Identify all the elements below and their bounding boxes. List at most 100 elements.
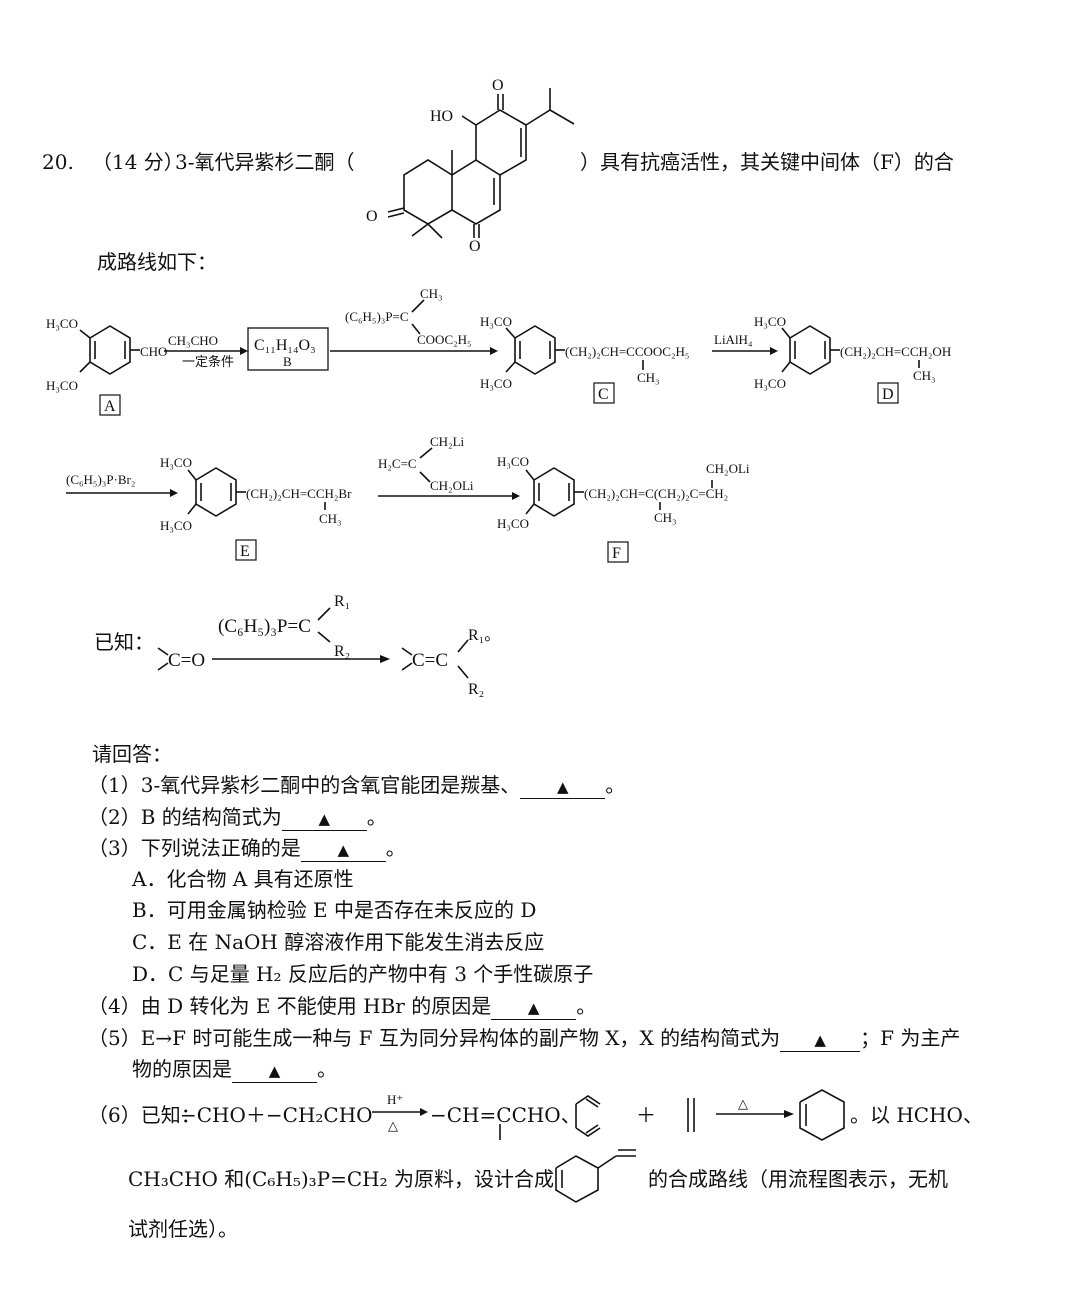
svg-text:CH₃: CH₃ xyxy=(913,368,936,383)
butadiene-structure xyxy=(575,1095,601,1137)
q6-reactant: −CHO＋−CH₂CHO xyxy=(180,1103,373,1127)
arrow-c-d: LiAlH₄ xyxy=(712,332,778,355)
svg-text:H₃CO: H₃CO xyxy=(46,316,78,331)
compound-e: H₃CO H₃CO (CH₂)₂CH=CCH₂Br CH₃ E xyxy=(160,455,352,561)
svg-text:(CH₂)₂CH=CCOOC₂H₅: (CH₂)₂CH=CCOOC₂H₅ xyxy=(565,344,689,359)
svg-text:CH₂OLi: CH₂OLi xyxy=(430,478,474,493)
option-d: D．C 与足量 H₂ 反应后的产物中有 3 个手性碳原子 xyxy=(132,962,594,986)
q5-line2: 物的原因是▲。 xyxy=(132,1057,337,1083)
svg-text:R₂: R₂ xyxy=(334,643,350,660)
svg-text:CHO: CHO xyxy=(140,344,167,359)
svg-text:(C₆H₅)₃P·Br₂: (C₆H₅)₃P·Br₂ xyxy=(66,472,135,487)
compound-a: H₃CO H₃CO CHO A xyxy=(46,316,167,416)
svg-text:H₃CO: H₃CO xyxy=(754,376,786,391)
q5: （5）E→F 时可能生成一种与 F 互为同分异构体的副产物 X，X 的结构简式为… xyxy=(88,1026,961,1052)
svg-text:H₃CO: H₃CO xyxy=(46,378,78,393)
svg-text:(C₆H₅)₃P=C: (C₆H₅)₃P=C xyxy=(218,616,311,637)
label-c: C xyxy=(598,386,609,403)
q6-line2-pre: CH₃CHO 和(C₆H₅)₃P=CH₂ 为原料，设计合成 xyxy=(128,1167,554,1191)
svg-text:H₃CO: H₃CO xyxy=(497,516,529,531)
svg-text:R₁。: R₁。 xyxy=(468,627,500,644)
svg-text:H₃CO: H₃CO xyxy=(480,314,512,329)
option-c: C．E 在 NaOH 醇溶液作用下能发生消去反应 xyxy=(132,930,545,954)
svg-text:C₁₁H₁₄O₃: C₁₁H₁₄O₃ xyxy=(254,337,316,354)
q5-blank-x[interactable]: ▲ xyxy=(780,1029,861,1052)
svg-text:CH₂Li: CH₂Li xyxy=(430,434,465,449)
compound-b-box: C₁₁H₁₄O₃ B xyxy=(247,327,329,371)
q2: （2）B 的结构简式为▲。 xyxy=(88,805,387,831)
svg-text:(CH₂)₂CH=CCH₂OH: (CH₂)₂CH=CCH₂OH xyxy=(840,344,951,359)
q3: （3）下列说法正确的是▲。 xyxy=(88,836,406,862)
top-compound-structure: HO O O O xyxy=(366,77,575,255)
compound-name: 3-氧代异紫杉二酮（ xyxy=(175,150,355,174)
svg-text:C=C: C=C xyxy=(412,650,448,671)
o-label-bottom: O xyxy=(469,238,481,255)
question-number: 20. xyxy=(42,150,74,174)
answer-prompt: 请回答： xyxy=(92,742,172,766)
label-e: E xyxy=(240,543,250,560)
svg-text:CH₂OLi: CH₂OLi xyxy=(706,461,750,476)
option-b: B．可用金属钠检验 E 中是否存在未反应的 D xyxy=(132,898,537,922)
svg-text:B: B xyxy=(283,354,292,369)
arrow-e-f: H₂C=C CH₂Li CH₂OLi xyxy=(378,434,520,500)
option-a: A．化合物 A 具有还原性 xyxy=(132,867,354,891)
svg-text:H₂C=C: H₂C=C xyxy=(378,456,417,471)
known-label: 已知： xyxy=(94,630,154,654)
svg-text:LiAlH₄: LiAlH₄ xyxy=(714,332,753,347)
known-reaction: (C₆H₅)₃P=C R₁ R₂ C=O C=C R₁。 R₂ xyxy=(157,593,500,698)
q1-blank[interactable]: ▲ xyxy=(520,776,606,799)
svg-text:(CH₂)₂CH=C(CH₂)₂C=CH₂: (CH₂)₂CH=C(CH₂)₂C=CH₂ xyxy=(584,486,728,501)
svg-text:H₃CO: H₃CO xyxy=(754,314,786,329)
label-a: A xyxy=(104,398,116,415)
arrow-a-b: CH₃CHO 一定条件 xyxy=(164,333,248,369)
q5-blank-reason[interactable]: ▲ xyxy=(232,1060,317,1083)
arrow-d-e: (C₆H₅)₃P·Br₂ xyxy=(66,472,178,497)
svg-text:H₃CO: H₃CO xyxy=(480,376,512,391)
svg-text:CH₃: CH₃ xyxy=(637,370,660,385)
cyclohexene-structure xyxy=(799,1089,845,1141)
arrow-b-c: (C₆H₅)₃P=C CH₃ COOC₂H₅ xyxy=(330,286,498,355)
compound-d: H₃CO H₃CO (CH₂)₂CH=CCH₂OH CH₃ D xyxy=(754,314,951,404)
q6-line2-post: 的合成路线（用流程图表示，无机 xyxy=(648,1167,948,1191)
q6-pre: （6）已知： xyxy=(88,1103,201,1127)
q4: （4）由 D 转化为 E 不能使用 HBr 的原因是▲。 xyxy=(88,994,597,1020)
target-structure xyxy=(555,1149,636,1203)
label-f: F xyxy=(612,545,621,562)
svg-text:△: △ xyxy=(388,1118,398,1133)
q6-arrow-h: H⁺ △ xyxy=(372,1092,428,1133)
svg-text:COOC₂H₅: COOC₂H₅ xyxy=(417,332,472,347)
question-score: （14 分） xyxy=(92,150,184,174)
svg-text:CH₃CHO: CH₃CHO xyxy=(168,333,218,348)
q6-product: −CH=CCHO、 xyxy=(430,1103,581,1127)
svg-text:(CH₂)₂CH=CCH₂Br: (CH₂)₂CH=CCH₂Br xyxy=(246,486,352,501)
label-d: D xyxy=(882,386,894,403)
q6-plus: ＋ xyxy=(636,1103,656,1127)
q2-blank[interactable]: ▲ xyxy=(281,808,367,831)
compound-f: H₃CO H₃CO (CH₂)₂CH=C(CH₂)₂C=CH₂ CH₃ CH₂O… xyxy=(497,454,750,563)
svg-text:H⁺: H⁺ xyxy=(387,1092,403,1107)
compound-c: H₃CO H₃CO (CH₂)₂CH=CCOOC₂H₅ CH₃ C xyxy=(480,314,689,404)
o-label-top: O xyxy=(492,77,504,94)
svg-text:CH₃: CH₃ xyxy=(319,511,342,526)
svg-text:C=O: C=O xyxy=(168,650,205,671)
svg-text:R₁: R₁ xyxy=(334,593,350,610)
svg-text:R₂: R₂ xyxy=(468,681,484,698)
intro-tail: ）具有抗癌活性，其关键中间体（F）的合 xyxy=(580,150,954,174)
q6-line3: 试剂任选）。 xyxy=(128,1217,238,1241)
ho-label: HO xyxy=(430,108,453,125)
svg-text:(C₆H₅)₃P=C: (C₆H₅)₃P=C xyxy=(345,309,409,324)
svg-text:△: △ xyxy=(738,1096,748,1111)
q6-arrow-delta: △ xyxy=(716,1096,794,1118)
svg-text:CH₃: CH₃ xyxy=(420,286,443,301)
svg-text:H₃CO: H₃CO xyxy=(497,454,529,469)
svg-text:H₃CO: H₃CO xyxy=(160,518,192,533)
svg-text:H₃CO: H₃CO xyxy=(160,455,192,470)
q4-blank[interactable]: ▲ xyxy=(491,997,577,1020)
q3-blank[interactable]: ▲ xyxy=(300,839,386,862)
svg-text:CH₃: CH₃ xyxy=(654,510,677,525)
o-label-left: O xyxy=(366,208,378,225)
q1: （1）3-氧代异紫杉二酮中的含氧官能团是羰基、▲。 xyxy=(88,773,626,799)
svg-text:一定条件: 一定条件 xyxy=(182,354,234,369)
